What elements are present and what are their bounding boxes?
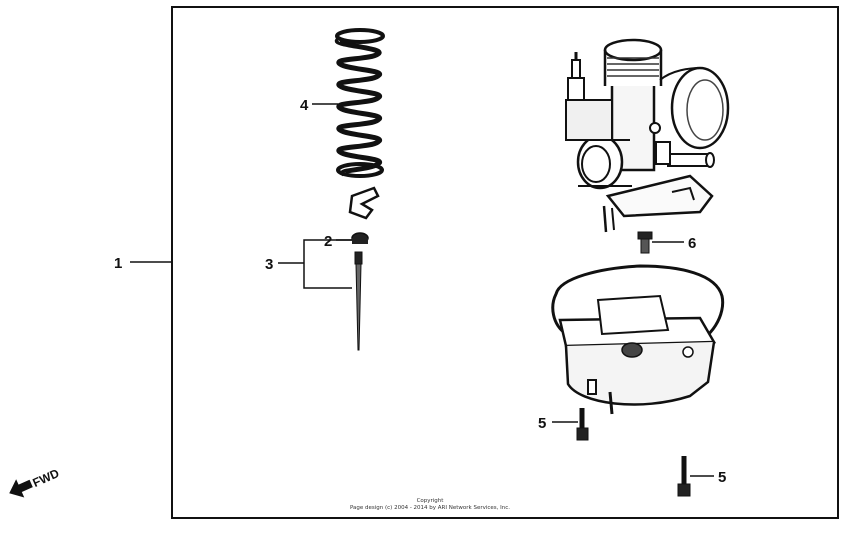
retainer-part[interactable]: [351, 232, 369, 244]
svg-text:2: 2: [324, 233, 332, 250]
screw-part-6[interactable]: [637, 231, 653, 254]
svg-text:4: 4: [300, 97, 309, 114]
callout-1[interactable]: 1: [114, 255, 172, 272]
svg-text:3: 3: [265, 256, 273, 273]
spring-part[interactable]: [335, 28, 385, 178]
needle-clip-part[interactable]: [348, 186, 380, 220]
jet-needle-part[interactable]: [354, 251, 363, 351]
screw-part-5a[interactable]: [576, 408, 589, 441]
fwd-label: FWD: [31, 466, 62, 490]
svg-text:6: 6: [688, 235, 696, 252]
svg-text:5: 5: [718, 469, 726, 486]
callout-5a[interactable]: 5: [538, 415, 578, 432]
callout-2[interactable]: 2: [324, 233, 352, 250]
callout-6[interactable]: 6: [652, 235, 696, 252]
callout-4[interactable]: 4: [300, 97, 338, 114]
forward-arrow-icon: FWD: [9, 466, 62, 498]
svg-text:5: 5: [538, 415, 546, 432]
screw-part-5b[interactable]: [677, 456, 691, 497]
svg-text:1: 1: [114, 255, 122, 272]
carburetor-body[interactable]: [565, 38, 730, 233]
callout-3[interactable]: 3: [265, 239, 352, 289]
float-bowl[interactable]: [551, 264, 725, 415]
copyright-title: Copyright: [416, 498, 444, 504]
copyright-line: Page design (c) 2004 - 2014 by ARI Netwo…: [349, 505, 511, 511]
callout-5b[interactable]: 5: [690, 469, 726, 486]
